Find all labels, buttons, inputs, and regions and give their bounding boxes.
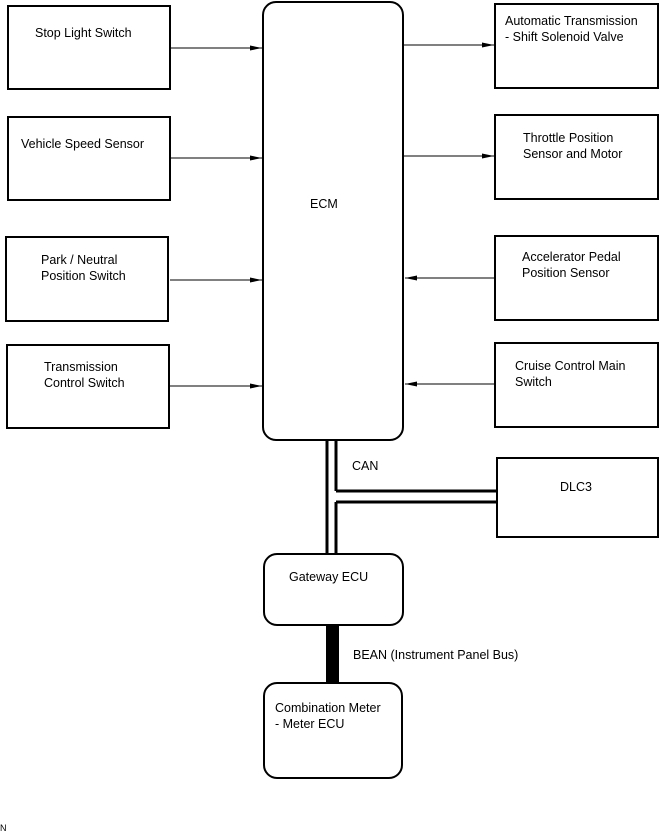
park-neutral-switch-label: Park / Neutral Position Switch xyxy=(41,253,126,283)
corner-mark: N xyxy=(0,823,7,833)
vehicle-speed-sensor-label: Vehicle Speed Sensor xyxy=(21,137,145,151)
combination-meter-block: Combination Meter - Meter ECU xyxy=(263,682,403,779)
accelerator-pedal-sensor-block: Accelerator Pedal Position Sensor xyxy=(494,235,659,321)
throttle-position-sensor-block: Throttle Position Sensor and Motor xyxy=(494,114,659,200)
transmission-control-switch-label: Transmission Control Switch xyxy=(44,360,125,390)
dlc3-block: DLC3 xyxy=(496,457,659,538)
gateway-ecu-block: Gateway ECU xyxy=(263,553,404,626)
shift-solenoid-valve-label: Automatic Transmission - Shift Solenoid … xyxy=(505,14,638,44)
cruise-control-main-switch-label: Cruise Control Main Switch xyxy=(515,359,626,389)
can-bus xyxy=(325,440,497,553)
park-neutral-switch-block: Park / Neutral Position Switch xyxy=(5,236,169,322)
shift-solenoid-valve-block: Automatic Transmission - Shift Solenoid … xyxy=(494,3,659,89)
cruise-control-main-switch-block: Cruise Control Main Switch xyxy=(494,342,659,428)
dlc3-label: DLC3 xyxy=(560,480,592,494)
ecm-label: ECM xyxy=(310,197,338,211)
accelerator-pedal-sensor-label: Accelerator Pedal Position Sensor xyxy=(522,250,621,280)
bean-bus-label: BEAN (Instrument Panel Bus) xyxy=(353,648,519,662)
transmission-control-switch-block: Transmission Control Switch xyxy=(6,344,170,429)
bean-bus xyxy=(326,625,339,684)
vehicle-speed-sensor-block: Vehicle Speed Sensor xyxy=(7,116,171,201)
ecm-block: ECM xyxy=(262,1,404,441)
stop-light-switch-block: Stop Light Switch xyxy=(7,5,171,90)
gateway-ecu-label: Gateway ECU xyxy=(289,570,369,584)
combination-meter-label: Combination Meter - Meter ECU xyxy=(275,701,381,731)
stop-light-switch-label: Stop Light Switch xyxy=(35,26,132,40)
can-bus-label: CAN xyxy=(352,459,379,473)
throttle-position-sensor-label: Throttle Position Sensor and Motor xyxy=(523,131,623,161)
